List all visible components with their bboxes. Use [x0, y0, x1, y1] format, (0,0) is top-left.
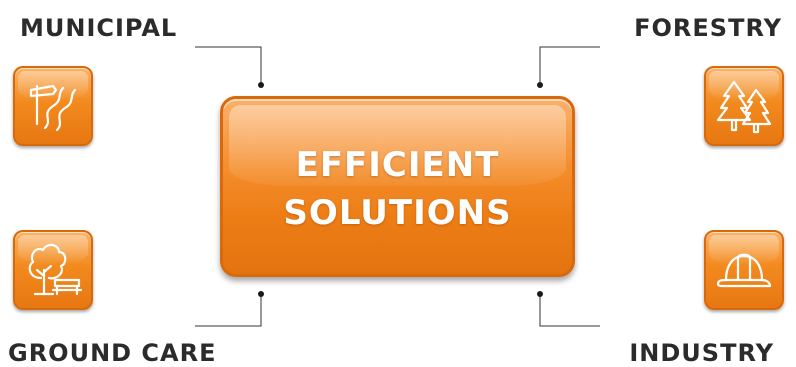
connector-ground-care — [195, 295, 262, 327]
tree-bench-icon — [28, 243, 83, 296]
hard-hat-icon — [716, 253, 772, 288]
label-forestry: FORESTRY — [634, 14, 782, 42]
center-title-line1: EFFICIENT — [295, 145, 500, 185]
pine-trees-icon — [716, 80, 772, 134]
ground-care-tile — [13, 230, 93, 310]
municipal-tile — [13, 66, 93, 146]
connector-dot-forestry — [537, 82, 543, 88]
industry-tile — [704, 230, 784, 310]
connector-forestry — [539, 46, 600, 84]
connector-municipal — [195, 46, 262, 84]
label-industry: INDUSTRY — [629, 339, 774, 367]
connector-industry — [539, 295, 600, 327]
connector-dot-municipal — [258, 82, 264, 88]
center-title-line2: SOLUTIONS — [283, 193, 512, 233]
road-signpost-icon — [29, 84, 77, 132]
label-municipal: MUNICIPAL — [20, 14, 178, 42]
efficient-solutions-box: EFFICIENT SOLUTIONS — [220, 96, 575, 277]
connector-dot-industry — [537, 291, 543, 297]
label-ground-care: GROUND CARE — [8, 339, 217, 367]
center-title: EFFICIENT SOLUTIONS — [223, 141, 572, 237]
connector-dot-ground-care — [258, 291, 264, 297]
forestry-tile — [704, 66, 784, 146]
